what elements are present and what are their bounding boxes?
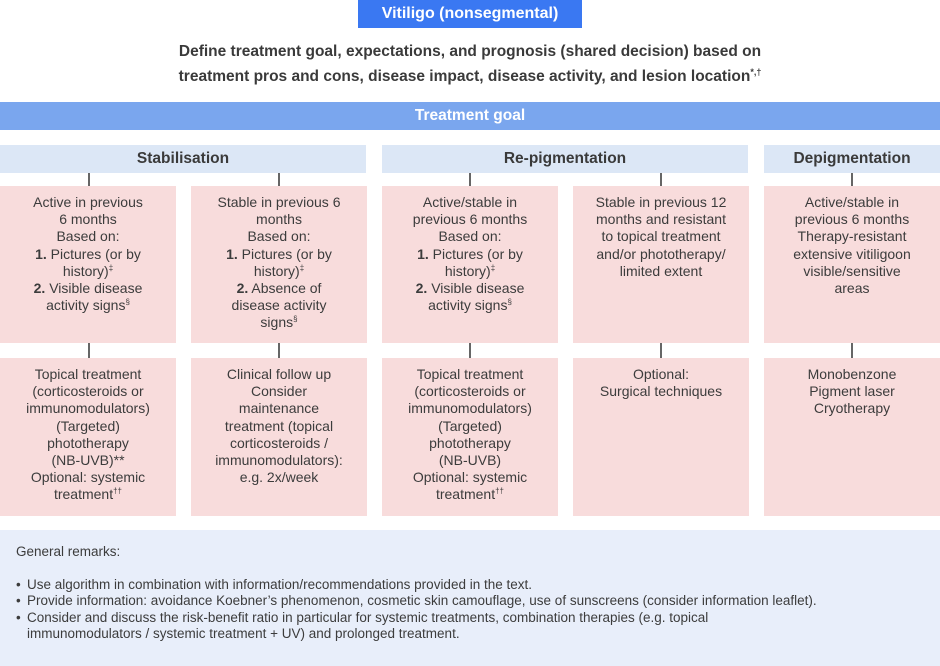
- treatment-box-depigmentation: Monobenzone Pigment laser Cryotherapy: [764, 358, 940, 516]
- connector: [660, 343, 662, 358]
- connector: [660, 173, 662, 186]
- subtitle: Define treatment goal, expectations, and…: [100, 42, 840, 87]
- connector: [851, 343, 853, 358]
- criteria-box-repigmentation-active: Active/stable in previous 6 months Based…: [382, 186, 558, 343]
- remarks-title: General remarks:: [16, 544, 121, 559]
- category-repigmentation: Re-pigmentation: [382, 145, 748, 173]
- treatment-box-repigmentation-stable: Optional: Surgical techniques: [573, 358, 749, 516]
- treatment-goal-bar: Treatment goal: [0, 102, 940, 130]
- connector: [88, 343, 90, 358]
- remark-item: • Consider and discuss the risk-benefit …: [16, 609, 709, 642]
- subtitle-line2: treatment pros and cons, disease impact,…: [178, 67, 762, 86]
- subtitle-footnote: *,†: [750, 67, 762, 77]
- remark-item: • Use algorithm in combination with info…: [16, 576, 532, 592]
- connector: [278, 343, 280, 358]
- criteria-box-repigmentation-stable: Stable in previous 12 months and resista…: [573, 186, 749, 343]
- connector: [851, 173, 853, 186]
- connector: [469, 173, 471, 186]
- criteria-box-active-stabilisation: Active in previous 6 months Based on: 1.…: [0, 186, 176, 343]
- category-stabilisation: Stabilisation: [0, 145, 366, 173]
- category-depigmentation: Depigmentation: [764, 145, 940, 173]
- connector: [88, 173, 90, 186]
- treatment-box-repigmentation-active: Topical treatment (corticosteroids or im…: [382, 358, 558, 516]
- treatment-box-stable-stabilisation: Clinical follow up Consider maintenance …: [191, 358, 367, 516]
- connector: [469, 343, 471, 358]
- general-remarks: General remarks: • Use algorithm in comb…: [0, 530, 940, 666]
- connector: [278, 173, 280, 186]
- criteria-box-depigmentation: Active/stable in previous 6 months Thera…: [764, 186, 940, 343]
- diagram-title: Vitiligo (nonsegmental): [358, 0, 582, 28]
- treatment-box-active-stabilisation: Topical treatment (corticosteroids or im…: [0, 358, 176, 516]
- criteria-box-stable-stabilisation: Stable in previous 6 months Based on: 1.…: [191, 186, 367, 343]
- remark-item: • Provide information: avoidance Koebner…: [16, 593, 817, 608]
- subtitle-line1: Define treatment goal, expectations, and…: [178, 43, 762, 60]
